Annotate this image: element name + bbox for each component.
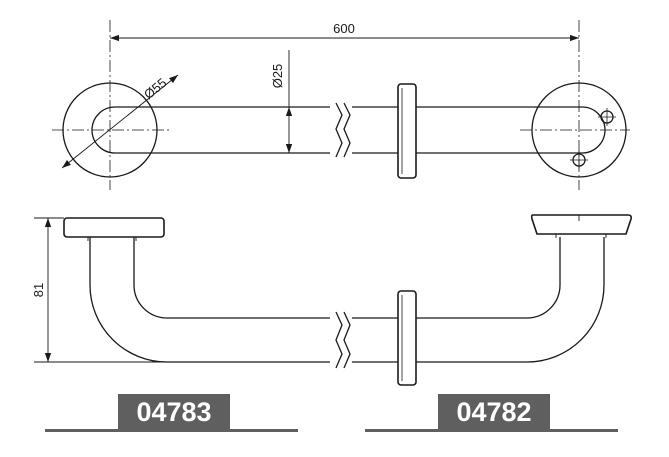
break-mark [343,311,351,369]
right-wall-plate [530,214,632,235]
left-wall-plate [63,217,165,238]
product-code-left: 04783 [118,394,230,430]
product-underline-right [365,429,618,432]
center-lines [52,20,630,190]
left-bent-tube-inner [133,237,330,319]
product-underline-left [45,429,298,432]
right-bent-tube-inner [416,237,561,319]
product-code-right: 04782 [438,394,550,430]
break-mark [343,102,351,158]
middle-support-top [397,83,417,179]
dimension-lines [34,34,579,363]
left-bent-tube [89,237,330,363]
dimension-tube-diameter-label: Ø25 [270,64,285,89]
break-mark [335,102,343,158]
right-tube-top [416,106,582,154]
dimension-length-label: 600 [333,21,355,36]
right-bent-tube [416,237,605,363]
dimension-projection-label: 81 [31,283,46,297]
middle-tube [352,106,398,154]
break-mark [335,311,343,369]
side-view [63,214,632,386]
middle-support-side [397,290,417,386]
